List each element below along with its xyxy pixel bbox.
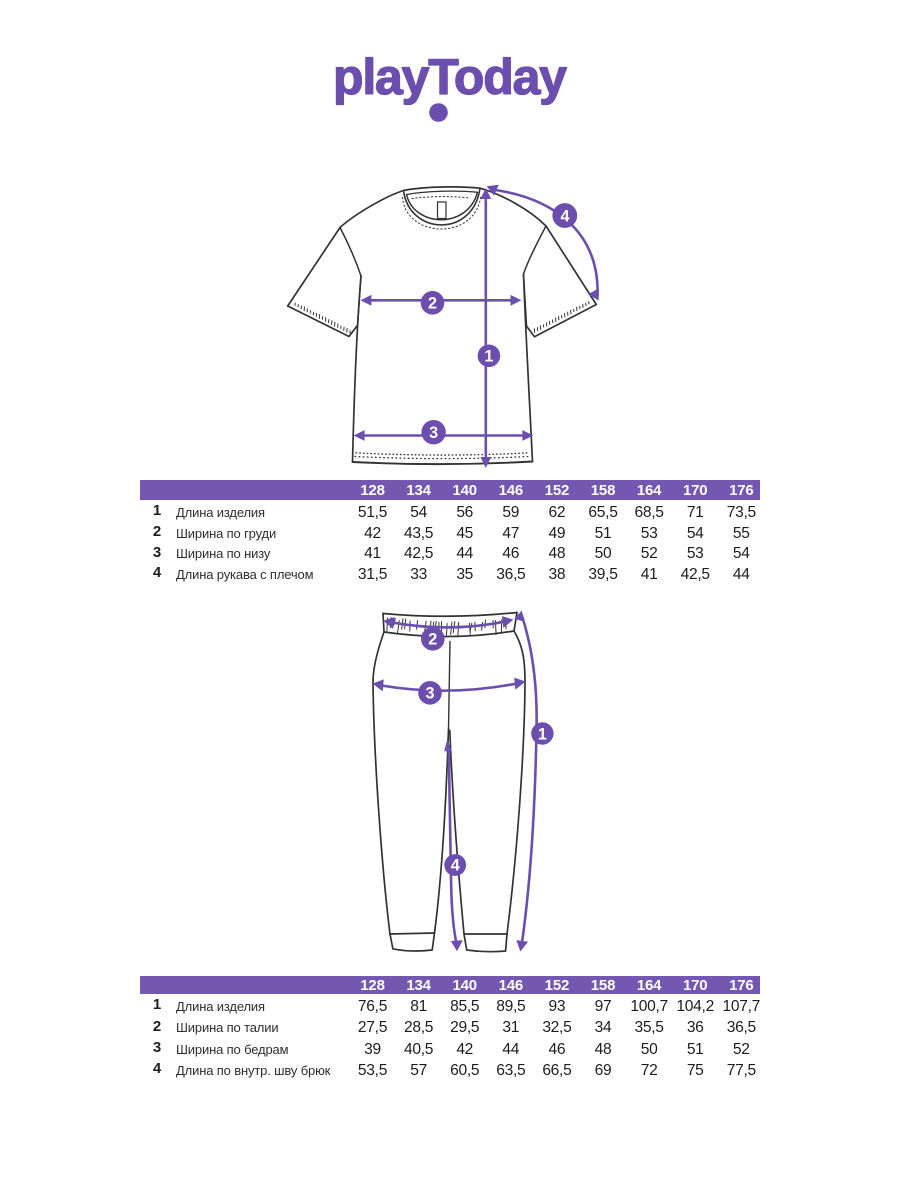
svg-text:2: 2	[428, 295, 437, 313]
svg-text:3: 3	[429, 424, 438, 442]
svg-text:1: 1	[538, 725, 547, 743]
svg-text:1: 1	[484, 348, 493, 366]
svg-text:playToday: playToday	[333, 49, 567, 105]
svg-text:4: 4	[560, 207, 569, 225]
svg-text:3: 3	[425, 685, 434, 703]
svg-text:2: 2	[428, 631, 437, 649]
svg-text:4: 4	[451, 857, 460, 875]
